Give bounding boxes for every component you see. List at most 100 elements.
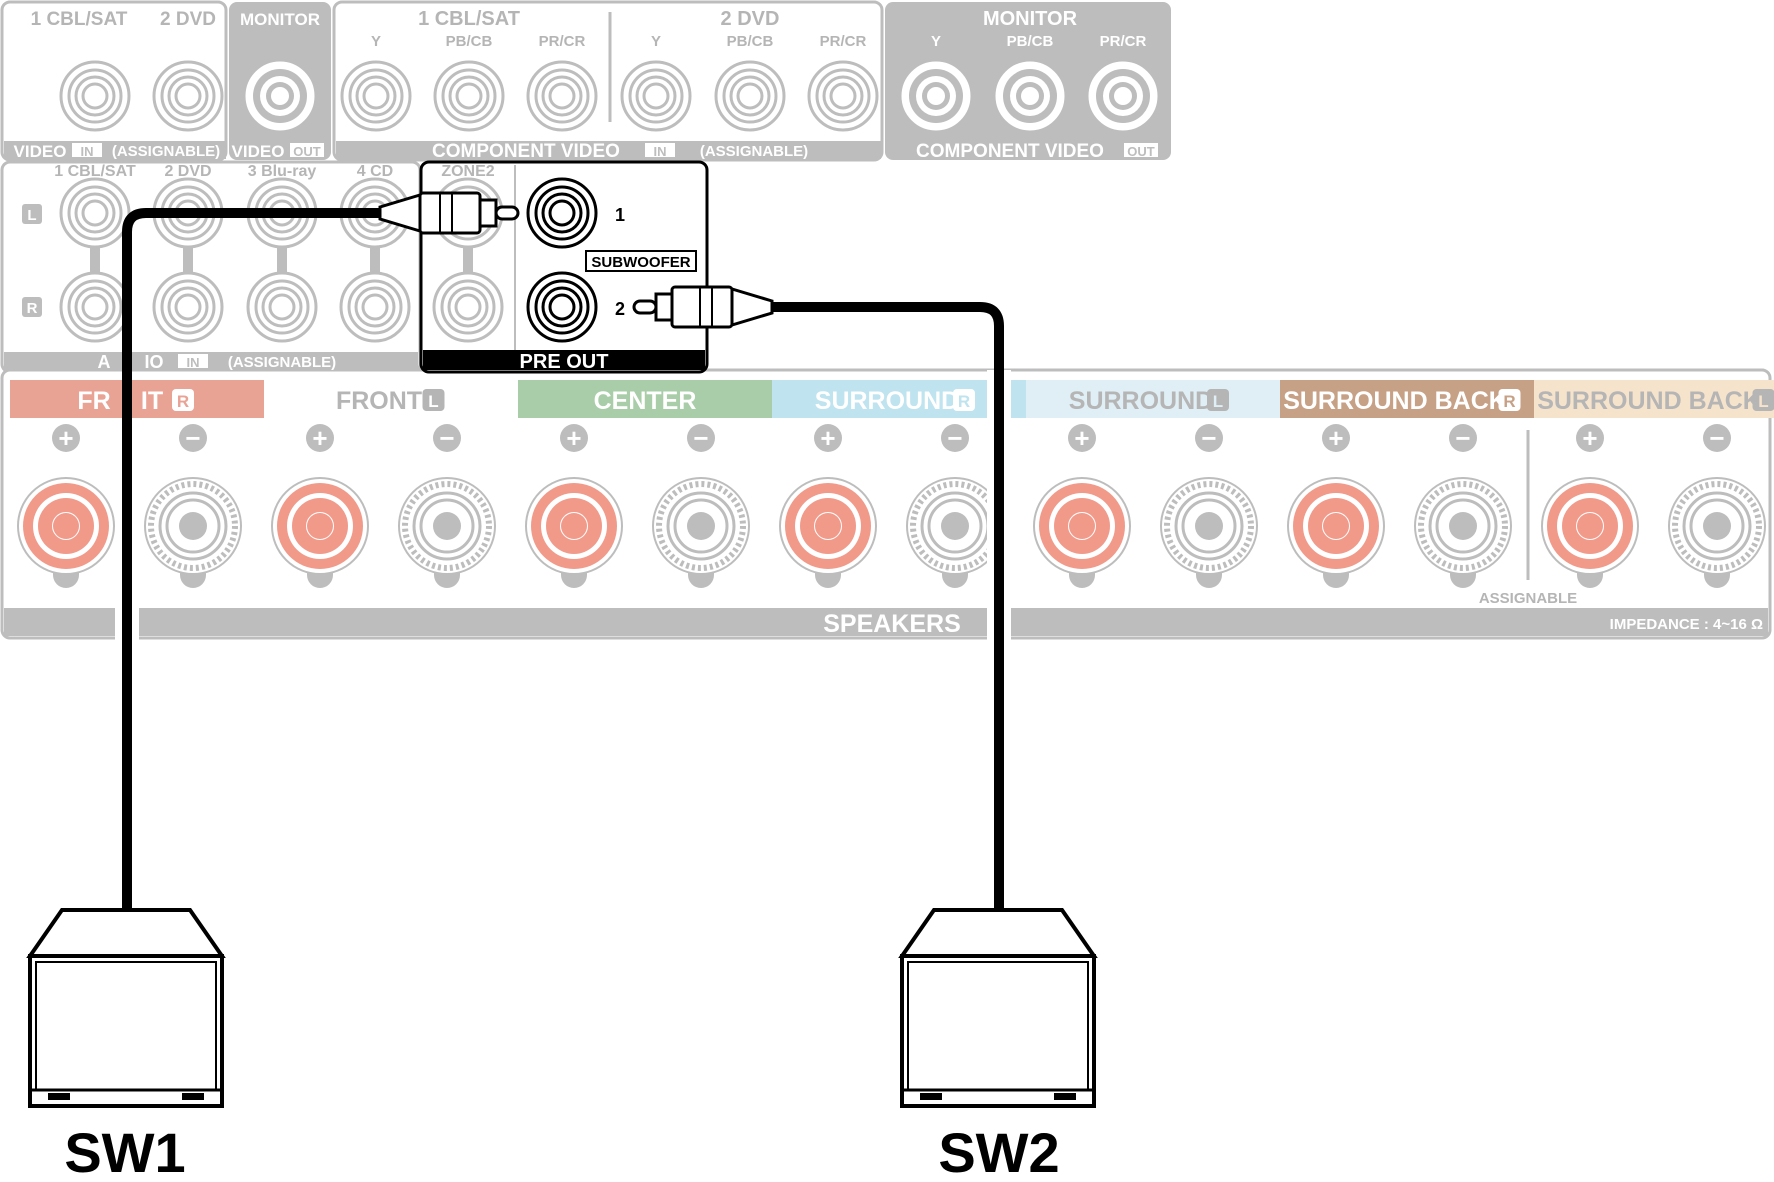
audio-in-l-badge: L xyxy=(27,207,36,224)
plus-sign-icon xyxy=(814,424,842,452)
speaker-header-bg-3 xyxy=(772,380,1026,418)
minus-sign-icon xyxy=(1703,424,1731,452)
subwoofer-1: SW1 xyxy=(26,908,226,1182)
plus-sign-icon xyxy=(1322,424,1350,452)
component-in-ch-pr-2: PR/CR xyxy=(820,33,867,50)
zone2-jack-r[interactable] xyxy=(432,271,504,343)
component-in-assignable: (ASSIGNABLE) xyxy=(700,143,808,160)
audio-in-section: 1 CBL/SAT 2 DVD 3 Blu-ray 4 CD L R A IO … xyxy=(4,163,418,372)
speaker-header-label-3: SURROUND xyxy=(815,387,959,415)
speaker-channel-badge-0: R xyxy=(177,392,189,411)
audio-in-jack-4r[interactable] xyxy=(339,271,411,343)
component-in-jack-1y[interactable] xyxy=(340,60,412,132)
speaker-channel-badge-5: R xyxy=(1503,392,1515,411)
speaker-header-bg-5 xyxy=(1280,380,1534,418)
audio-in-jack-3r[interactable] xyxy=(246,271,318,343)
component-in-ch-pr-1: PR/CR xyxy=(539,33,586,50)
minus-sign-text: − xyxy=(1455,423,1470,453)
minus-sign-icon xyxy=(179,424,207,452)
speaker-channel-badge-6: L xyxy=(1758,392,1768,411)
audio-in-footer-a: A xyxy=(98,352,111,372)
subwoofer-jack-1-number: 1 xyxy=(615,205,625,225)
speakers-footer: SPEAKERS xyxy=(823,610,961,638)
component-out-badge: OUT xyxy=(1127,144,1155,159)
minus-sign-icon xyxy=(433,424,461,452)
minus-sign-icon xyxy=(941,424,969,452)
component-out-section: MONITOR Y PB/CB PR/CR COMPONENT VIDEO OU… xyxy=(901,8,1158,162)
video-in-footer: VIDEO xyxy=(14,142,67,161)
video-in-assignable: (ASSIGNABLE) xyxy=(112,143,220,160)
video-out-jack[interactable] xyxy=(245,61,315,131)
plus-sign-text: + xyxy=(566,423,581,453)
cable-sw2 xyxy=(772,302,1004,910)
speaker-channel-badge-bg-6 xyxy=(1752,389,1774,411)
speaker-header-label-1: FRONT xyxy=(336,387,422,415)
component-in-group-1: 1 CBL/SAT xyxy=(418,8,520,30)
component-in-jack-2y[interactable] xyxy=(620,60,692,132)
video-in-jack-2[interactable] xyxy=(152,60,224,132)
video-out-section: MONITOR VIDEO OUT xyxy=(232,10,324,161)
plus-sign-text: + xyxy=(1074,423,1089,453)
speaker-assignable: ASSIGNABLE xyxy=(1479,590,1577,607)
audio-in-badge: IN xyxy=(187,355,200,370)
speaker-header-bg-2 xyxy=(518,380,772,418)
speaker-channel-badge-4: L xyxy=(1213,392,1223,411)
minus-sign-text: − xyxy=(1709,423,1724,453)
subwoofer-1-label: SW1 xyxy=(64,1121,185,1182)
component-in-ch-pb-2: PB/CB xyxy=(727,33,774,50)
component-in-footer: COMPONENT VIDEO xyxy=(432,141,620,162)
minus-sign-icon xyxy=(1449,424,1477,452)
component-in-group-2: 2 DVD xyxy=(721,8,780,30)
speaker-header-label-5: SURROUND BACK xyxy=(1283,387,1507,415)
component-out-footer: COMPONENT VIDEO xyxy=(916,141,1104,162)
minus-sign-text: − xyxy=(439,423,454,453)
audio-in-jack-1r[interactable] xyxy=(59,271,131,343)
speaker-channel-badge-bg-5 xyxy=(1498,389,1521,411)
impedance-label: IMPEDANCE : 4~16 Ω xyxy=(1610,616,1763,633)
speaker-channel-badge-1: L xyxy=(428,392,438,411)
component-in-jack-2pb[interactable] xyxy=(714,60,786,132)
video-out-footer: VIDEO xyxy=(232,142,285,161)
component-in-section: 1 CBL/SAT 2 DVD Y PB/CB PR/CR Y PB/CB PR… xyxy=(336,8,881,162)
minus-sign-text: − xyxy=(947,423,962,453)
minus-sign-text: − xyxy=(1201,423,1216,453)
plus-sign-text: + xyxy=(312,423,327,453)
component-out-jack-pb[interactable] xyxy=(995,61,1065,131)
plus-sign-text: + xyxy=(1582,423,1597,453)
plus-sign-icon xyxy=(1068,424,1096,452)
speaker-header-bg-6 xyxy=(1534,380,1774,418)
audio-in-r-badge: R xyxy=(27,300,38,317)
audio-in-label-3: 3 Blu-ray xyxy=(248,163,317,180)
cable-sw1 xyxy=(122,208,380,910)
component-in-jack-1pr[interactable] xyxy=(526,60,598,132)
video-in-label-2: 2 DVD xyxy=(160,9,216,30)
minus-sign-icon xyxy=(687,424,715,452)
speaker-channel-badge-bg-3 xyxy=(953,389,975,411)
video-in-badge: IN xyxy=(81,144,94,159)
minus-sign-text: − xyxy=(185,423,200,453)
component-out-jack-y[interactable] xyxy=(901,61,971,131)
speaker-channel-badge-bg-4 xyxy=(1207,389,1229,411)
subwoofer-jack-2[interactable] xyxy=(526,271,598,343)
audio-in-footer-b: IO xyxy=(144,352,163,372)
component-out-ch-pb: PB/CB xyxy=(1007,33,1054,50)
speaker-header-label-6: SURROUND BACK xyxy=(1537,387,1761,415)
audio-in-label-1: 1 CBL/SAT xyxy=(54,163,136,180)
component-in-jack-1pb[interactable] xyxy=(433,60,505,132)
video-in-section: 1 CBL/SAT 2 DVD VIDEO IN (ASSIGNABLE) xyxy=(4,9,226,161)
audio-in-jack-2r[interactable] xyxy=(152,271,224,343)
video-in-jack-1[interactable] xyxy=(59,60,131,132)
speaker-header-label-2: CENTER xyxy=(594,387,697,415)
component-out-jack-pr[interactable] xyxy=(1088,61,1158,131)
video-out-badge: OUT xyxy=(293,144,321,159)
audio-in-assignable: (ASSIGNABLE) xyxy=(228,354,336,371)
audio-in-label-4: 4 CD xyxy=(357,163,393,180)
speaker-channel-badge-bg-0 xyxy=(172,389,194,411)
component-in-ch-y-1: Y xyxy=(371,33,381,50)
audio-in-jack-1l[interactable] xyxy=(59,177,131,249)
plus-sign-icon xyxy=(560,424,588,452)
component-in-jack-2pr[interactable] xyxy=(807,60,879,132)
subwoofer-jack-1[interactable] xyxy=(526,177,598,249)
plus-sign-icon xyxy=(1576,424,1604,452)
